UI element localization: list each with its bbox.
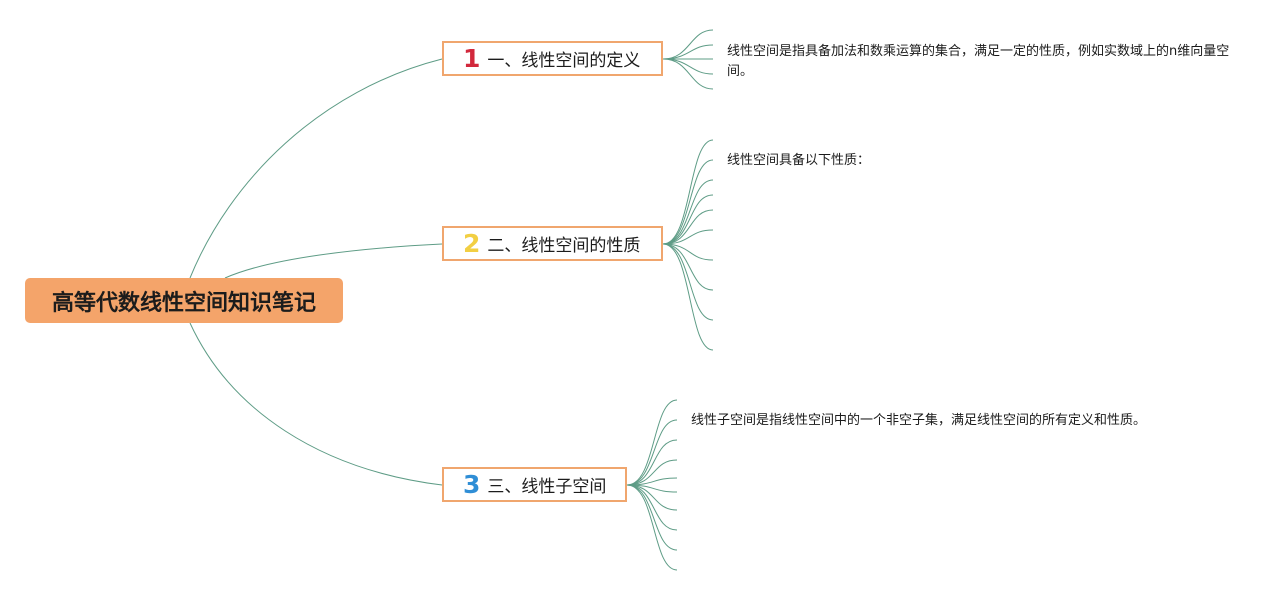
connector-root-to-branch-3 [189,322,443,486]
branch-number-2: 2 [463,229,481,258]
branch-label-1: 一、线性空间的定义 [487,51,641,71]
branch-label-3: 三、线性子空间 [487,477,607,497]
root-topic[interactable]: 高等代数线性空间知识笔记 [25,278,343,323]
leaf-note-subspace[interactable]: 线性子空间是指线性空间中的一个非空子集，满足线性空间的所有定义和性质。 [691,413,1147,428]
leaf-fan-2 [662,139,714,351]
branch-topic-properties[interactable]: 2 二、线性空间的性质 [442,226,663,261]
leaf-note-definition[interactable]: 线性空间是指具备加法和数乘运算的集合，满足一定的性质，例如实数域上的n维向量空间… [727,44,1230,79]
connector-root-to-branch-2 [224,243,443,279]
connector-root-to-branch-1 [189,58,443,279]
branch-number-1: 1 [463,44,481,73]
leaf-fan-3 [626,399,678,571]
leaf-fan-1 [662,29,714,90]
branch-label-2: 二、线性空间的性质 [487,236,641,256]
root-topic-label: 高等代数线性空间知识笔记 [51,290,316,316]
branch-topic-definition[interactable]: 1 一、线性空间的定义 [442,41,663,76]
leaf-note-properties[interactable]: 线性空间具备以下性质： [727,153,871,168]
branch-topic-subspace[interactable]: 3 三、线性子空间 [442,467,627,502]
branch-number-3: 3 [463,470,481,499]
